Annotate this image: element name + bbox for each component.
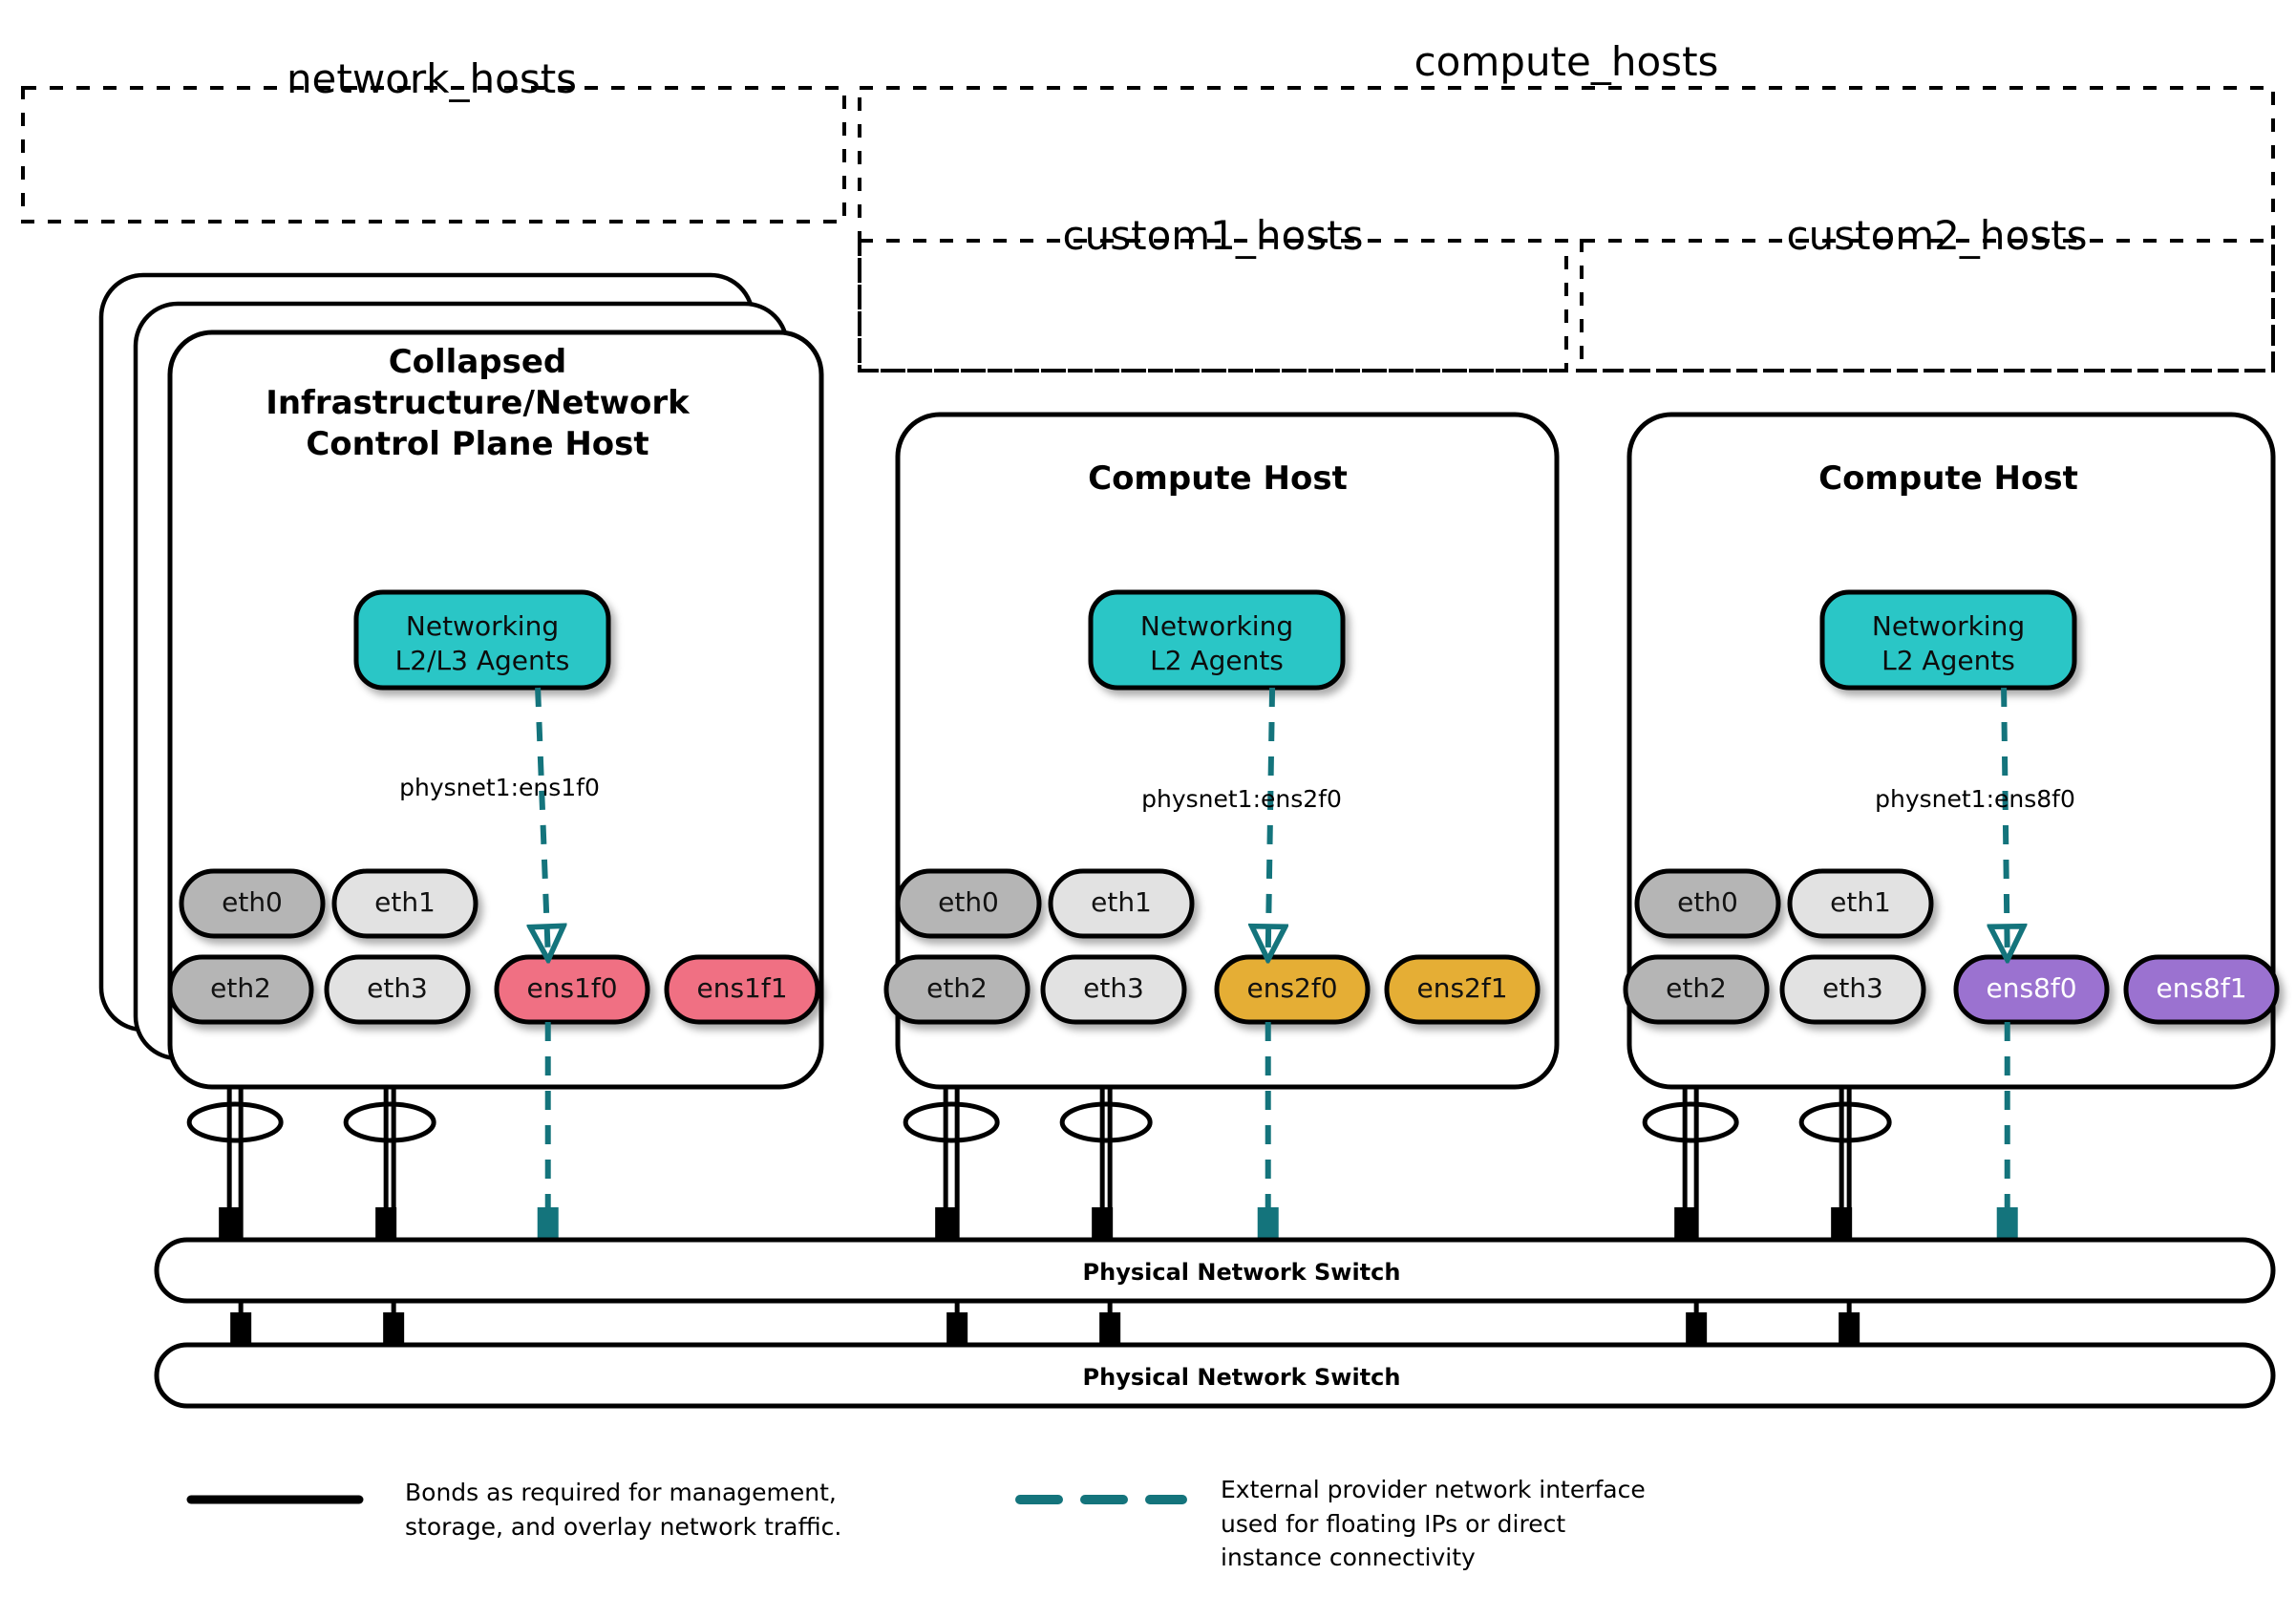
- nic-pill-eth1: [331, 868, 478, 939]
- nic-pill-eth2: [167, 954, 314, 1025]
- nic-pill-ens1f0: [494, 954, 650, 1025]
- nic-pill-eth1: [1048, 868, 1195, 939]
- nic-pill-eth0: [895, 868, 1042, 939]
- provider-connector: [1996, 1207, 2018, 1240]
- nic-pills: [167, 868, 2280, 1025]
- nic-pill-eth3: [324, 954, 471, 1025]
- group-box-network_hosts: [21, 86, 846, 224]
- nic-pill-eth0: [1634, 868, 1781, 939]
- switch-connector: [375, 1207, 397, 1240]
- nic-pill-ens8f1: [2123, 954, 2280, 1025]
- provider-link-agent: [2004, 687, 2008, 953]
- nic-pill-eth2: [883, 954, 1031, 1025]
- nic-pill-ens1f1: [664, 954, 820, 1025]
- bond-ellipse: [903, 1101, 1000, 1143]
- switch-connector: [1686, 1312, 1708, 1345]
- agent-box-compute-host-2: [1819, 589, 2077, 691]
- group-label-network_hosts: network_hosts: [286, 55, 578, 102]
- provider-links: [537, 687, 2018, 1240]
- physnet-label-compute-host-1: physnet1:ens2f0: [1141, 785, 1342, 813]
- host-title-network-host: Collapsed Infrastructure/Network Control…: [266, 343, 690, 463]
- switch-label: Physical Network Switch: [1082, 1364, 1401, 1391]
- switch-connector: [1839, 1312, 1860, 1345]
- agent-box-network-host: [353, 589, 611, 691]
- nic-pill-eth2: [1623, 954, 1770, 1025]
- switch-connector: [383, 1312, 405, 1345]
- switch-bottom: [154, 1342, 2276, 1409]
- nic-pill-eth3: [1779, 954, 1926, 1025]
- group-box-custom2_hosts: [1580, 239, 2275, 373]
- group-boundaries: [21, 86, 2275, 373]
- group-label-custom2_hosts: custom2_hosts: [1786, 212, 2088, 259]
- switch-connector: [1099, 1312, 1121, 1345]
- switch-top: [154, 1237, 2276, 1304]
- nic-pill-ens2f1: [1384, 954, 1541, 1025]
- switch-connector: [1674, 1207, 1696, 1240]
- nic-pill-ens8f0: [1953, 954, 2110, 1025]
- switch-connector: [230, 1312, 252, 1345]
- switch-label: Physical Network Switch: [1082, 1259, 1401, 1286]
- host-title-compute-host-1: Compute Host: [1088, 459, 1348, 498]
- host-title-compute-host-2: Compute Host: [1818, 459, 2078, 498]
- switch-connector: [219, 1207, 241, 1240]
- legend-provider-text: External provider network interface used…: [1221, 1476, 1646, 1571]
- physnet-label-network-host: physnet1:ens1f0: [399, 774, 600, 801]
- bond-ellipse: [343, 1101, 436, 1143]
- switch-connector: [946, 1312, 968, 1345]
- agent-box-compute-host-1: [1088, 589, 1346, 691]
- switch-connector: [935, 1207, 957, 1240]
- provider-link-agent: [538, 687, 548, 953]
- group-box-compute_hosts: [858, 86, 2275, 373]
- bond-ellipse: [1642, 1101, 1739, 1143]
- nic-pill-eth1: [1787, 868, 1934, 939]
- switch-connector: [1831, 1207, 1853, 1240]
- nic-pill-eth0: [179, 868, 326, 939]
- provider-connector: [1257, 1207, 1279, 1240]
- switch-bars: [154, 1237, 2276, 1409]
- group-label-custom1_hosts: custom1_hosts: [1062, 212, 1364, 259]
- host-box-compute-host-2: [1626, 412, 2276, 1090]
- group-label-compute_hosts: compute_hosts: [1414, 38, 1719, 85]
- group-box-custom1_hosts: [858, 239, 1568, 373]
- nic-pill-eth3: [1040, 954, 1187, 1025]
- switch-connector: [1092, 1207, 1114, 1240]
- provider-connector: [537, 1207, 559, 1240]
- provider-link-agent: [1268, 687, 1272, 953]
- legend-bond-text: Bonds as required for management, storag…: [405, 1479, 842, 1541]
- bond-ellipse: [1798, 1101, 1892, 1143]
- nic-pill-ens2f0: [1214, 954, 1371, 1025]
- bond-ellipse: [186, 1101, 284, 1143]
- bond-ellipse: [1059, 1101, 1153, 1143]
- physnet-label-compute-host-2: physnet1:ens8f0: [1875, 785, 2075, 813]
